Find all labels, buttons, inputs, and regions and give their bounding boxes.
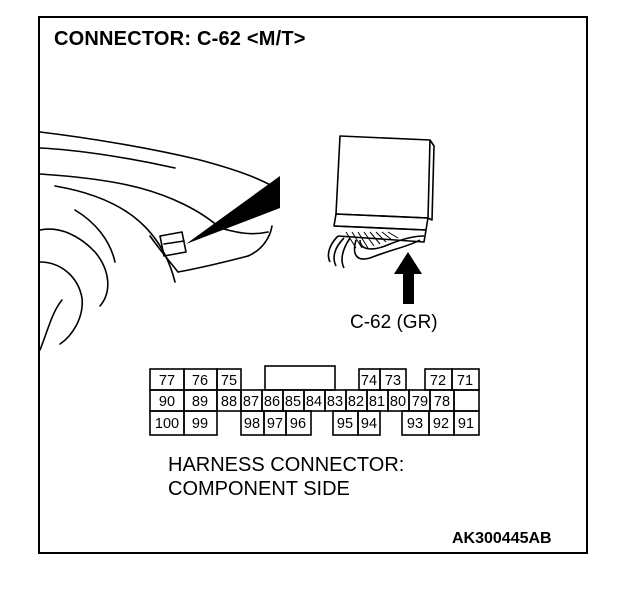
pin-71: 71	[457, 373, 473, 389]
pin-76: 76	[192, 373, 208, 389]
connector-key	[264, 365, 336, 391]
pin-86: 86	[264, 394, 280, 410]
pin-85: 85	[285, 394, 301, 410]
pin-77: 77	[159, 373, 175, 389]
connector-title: CONNECTOR: C-62 <M/T>	[54, 28, 306, 50]
pin-80: 80	[390, 394, 406, 410]
figure-frame	[38, 16, 588, 554]
pin-88: 88	[221, 394, 237, 410]
glove-box-latch	[159, 231, 187, 257]
dashboard-outline	[39, 131, 273, 187]
pin-95: 95	[337, 416, 353, 432]
pin-100: 100	[155, 416, 179, 432]
pin-89: 89	[192, 394, 208, 410]
pin-93: 93	[407, 416, 423, 432]
connector-label: C-62 (GR)	[350, 312, 438, 333]
pin-90: 90	[159, 394, 175, 410]
pin-72: 72	[430, 373, 446, 389]
connector-arrow	[394, 252, 422, 304]
pin-79: 79	[412, 394, 428, 410]
pin-94: 94	[361, 416, 377, 432]
pin-81: 81	[369, 394, 385, 410]
pin-98: 98	[244, 416, 260, 432]
pin-82: 82	[348, 394, 364, 410]
pin-99: 99	[192, 416, 208, 432]
pin-87: 87	[243, 394, 259, 410]
caption-line-1: HARNESS CONNECTOR:	[168, 454, 405, 476]
pin-74: 74	[361, 373, 377, 389]
pin-73: 73	[385, 373, 401, 389]
figure-code: AK300445AB	[452, 530, 552, 547]
pin-97: 97	[267, 416, 283, 432]
pin-92: 92	[433, 416, 449, 432]
pin-91: 91	[458, 416, 474, 432]
pin-84: 84	[306, 394, 322, 410]
pin-78: 78	[434, 394, 450, 410]
pin-75: 75	[221, 373, 237, 389]
location-pointer	[186, 176, 280, 244]
pin-83: 83	[327, 394, 343, 410]
caption-line-2: COMPONENT SIDE	[168, 478, 350, 500]
pin-96: 96	[290, 416, 306, 432]
wire-harness	[327, 235, 339, 263]
